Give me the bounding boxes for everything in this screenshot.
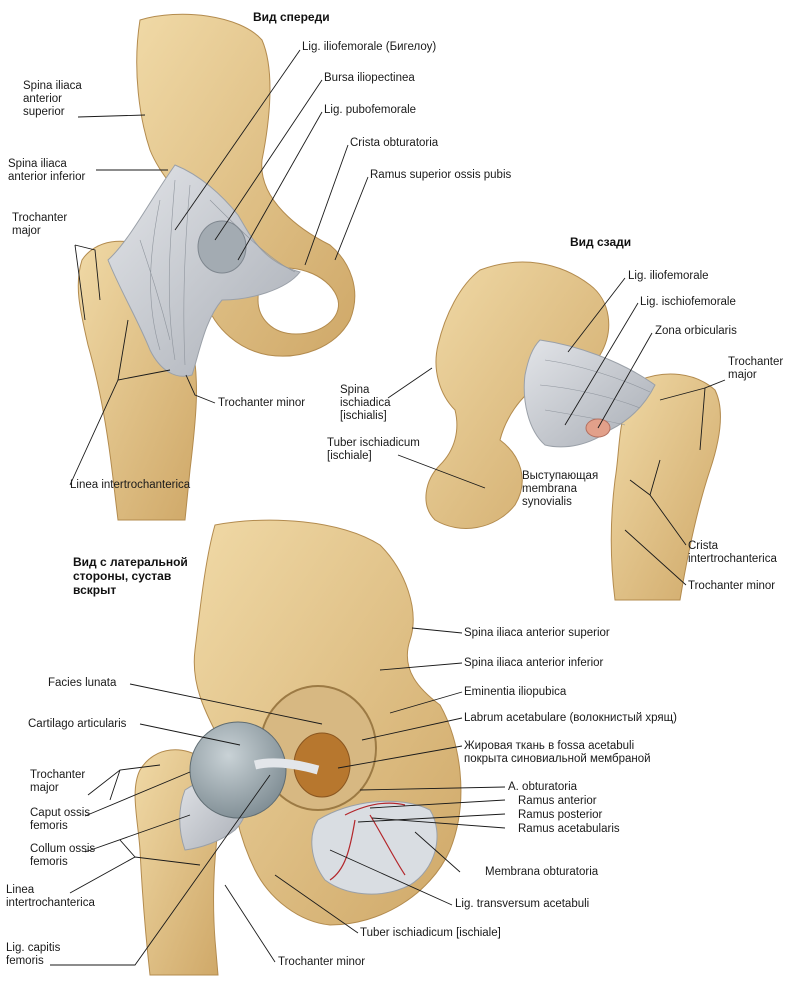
front-bursa-iliopectinea [197, 220, 247, 274]
label-zona-orbicularis: Zona orbicularis [655, 325, 737, 337]
label-membrana-synovialis: Выступающая membrana synovialis [522, 470, 599, 508]
label-trochanter-major-back: Trochanter major [728, 356, 784, 381]
label-tuber-ischiadicum-back: Tuber ischiadicum [ischiale] [327, 437, 420, 462]
back-ligament-fibers [539, 359, 651, 426]
label-spina-iliaca-anterior-superior-lateral: Spina iliaca anterior superior [464, 627, 610, 639]
label-eminentia-iliopubica: Eminentia iliopubica [464, 686, 567, 698]
label-crista-intertrochanterica: Crista intertrochanterica [688, 540, 777, 565]
label-lig-iliofemorale-back: Lig. iliofemorale [628, 270, 709, 282]
front-view-illustration [77, 13, 356, 521]
label-trochanter-minor-lateral: Trochanter minor [278, 956, 366, 968]
label-lig-pubofemorale: Lig. pubofemorale [324, 104, 417, 116]
label-fat-in-fossa-acetabuli: Жировая ткань в fossa acetabuli покрыта … [464, 740, 651, 765]
label-a-obturatoria: A. obturatoria [508, 781, 578, 793]
heading-front-view: Вид спереди [253, 10, 330, 24]
label-facies-lunata: Facies lunata [48, 677, 117, 689]
label-linea-intertrochanterica-front: Linea intertrochanterica [70, 479, 191, 491]
label-lig-transversum-acetabuli: Lig. transversum acetabuli [455, 898, 590, 910]
label-lig-iliofemorale-bigelow: Lig. iliofemorale (Бигелоу) [302, 41, 437, 53]
label-trochanter-major-front: Trochanter major [12, 212, 68, 237]
heading-lateral-view: Вид с латеральной стороны, сустав вскрыт [73, 555, 188, 597]
label-ramus-superior-ossis-pubis: Ramus superior ossis pubis [370, 169, 512, 181]
label-bursa-iliopectinea: Bursa iliopectinea [324, 72, 415, 84]
lateral-obturator-membrane [311, 800, 438, 895]
label-spina-iliaca-anterior-inferior: Spina iliaca anterior inferior [8, 158, 86, 183]
label-ramus-acetabularis: Ramus acetabularis [518, 823, 620, 835]
label-trochanter-minor-front: Trochanter minor [218, 397, 306, 409]
label-collum-ossis-femoris: Collum ossis femoris [30, 843, 96, 868]
label-ramus-posterior: Ramus posterior [518, 809, 603, 821]
back-ilium-bone [425, 261, 610, 529]
lateral-femoral-head [189, 721, 287, 819]
label-tuber-ischiadicum-lateral: Tuber ischiadicum [ischiale] [360, 927, 501, 939]
heading-back-view: Вид сзади [570, 235, 632, 249]
lateral-lig-capitis [253, 758, 320, 775]
front-iliofemoral-ligament [107, 164, 301, 377]
label-labrum-acetabulare: Labrum acetabulare (волокнистый хрящ) [464, 712, 677, 724]
back-ischiofemoral-ligament [523, 339, 656, 448]
back-view-illustration [425, 261, 721, 601]
leader-lines [50, 49, 726, 966]
label-caput-ossis-femoris: Caput ossis femoris [30, 807, 91, 832]
label-spina-ischiadica: Spina ischiadica [ischialis] [340, 384, 391, 422]
front-ligament-fibers [139, 179, 296, 366]
label-membrana-obturatoria: Membrana obturatoria [485, 866, 599, 878]
label-trochanter-major-lateral: Trochanter major [30, 769, 86, 794]
label-crista-obturatoria: Crista obturatoria [350, 137, 439, 149]
label-linea-intertrochanterica-lateral: Linea intertrochanterica [6, 884, 95, 909]
label-lig-ischiofemorale: Lig. ischiofemorale [640, 296, 736, 308]
label-spina-iliaca-anterior-superior: Spina iliaca anterior superior [23, 80, 82, 118]
label-ramus-anterior: Ramus anterior [518, 795, 597, 807]
label-cartilago-articularis: Cartilago articularis [28, 718, 127, 730]
label-lig-capitis-femoris: Lig. capitis femoris [6, 942, 61, 967]
label-spina-iliaca-anterior-inferior-lateral: Spina iliaca anterior inferior [464, 657, 604, 669]
label-trochanter-minor-back: Trochanter minor [688, 580, 776, 592]
